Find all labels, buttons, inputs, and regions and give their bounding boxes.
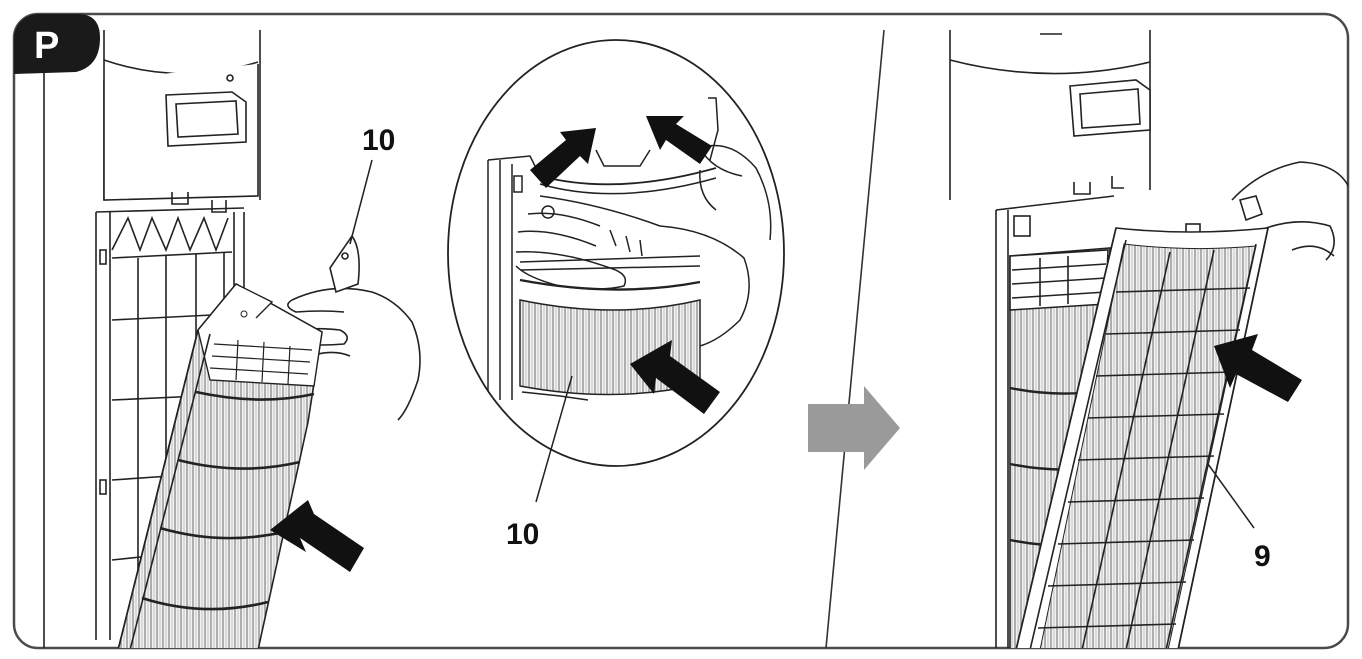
left-filter [116, 282, 323, 648]
left-scene-device [43, 30, 421, 648]
callout-label-detail-filter: 10 [506, 518, 539, 551]
lift-arrow-right [646, 116, 712, 164]
insert-arrow-right [1214, 334, 1302, 402]
step-badge-label: P [34, 25, 59, 67]
insert-arrow-left [270, 500, 364, 572]
callout-label-left-filter: 10 [362, 124, 395, 157]
right-grille-panel [1014, 227, 1270, 648]
callout-label-right-panel: 9 [1254, 540, 1271, 573]
step-badge [14, 14, 100, 74]
callout-line-detail [535, 375, 573, 503]
insert-arrow-detail [630, 340, 720, 414]
callout-line-left [349, 159, 373, 245]
step-arrow [808, 386, 900, 470]
detail-oval [447, 39, 785, 467]
callout-line-right [1207, 463, 1255, 529]
scene-divider [825, 29, 885, 648]
lift-arrow-left [530, 128, 596, 188]
